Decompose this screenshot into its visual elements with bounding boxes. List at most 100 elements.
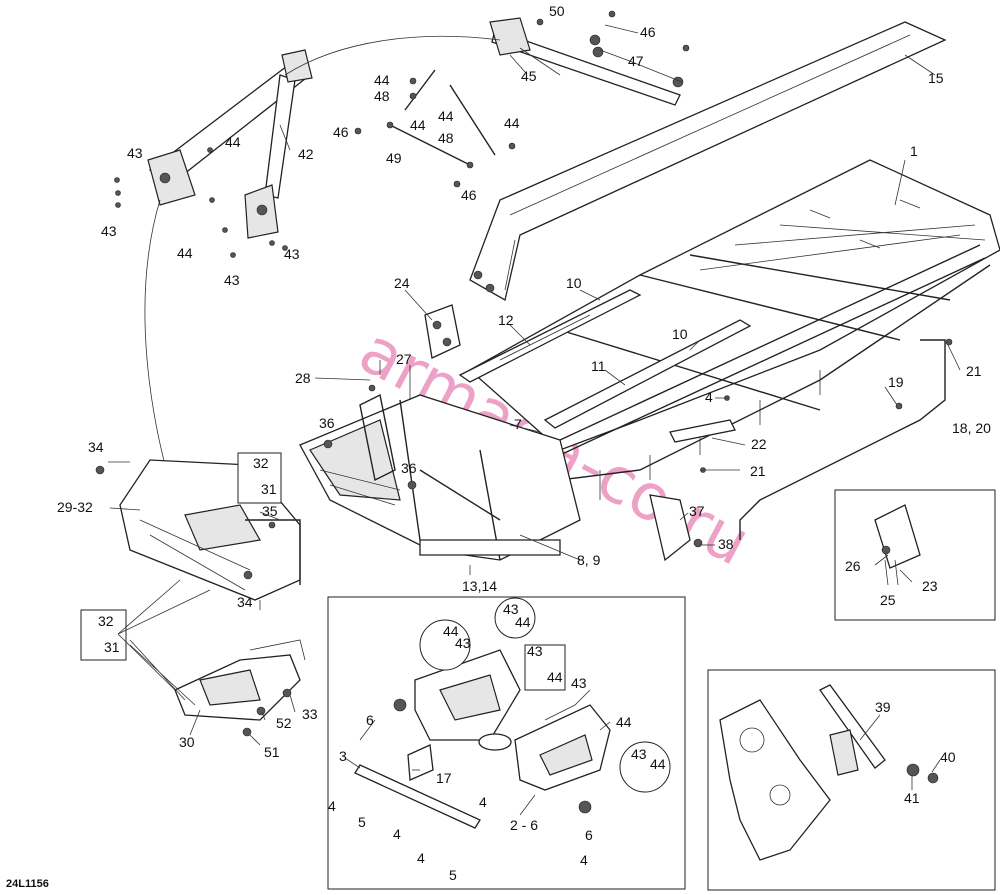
callout-44-k: 44 xyxy=(650,756,666,772)
callout-44-d: 44 xyxy=(504,115,520,131)
callout-30: 30 xyxy=(179,734,195,750)
callout-44-g: 44 xyxy=(443,623,459,639)
callout-34-b: 34 xyxy=(237,594,253,610)
callout-44-a: 44 xyxy=(374,72,390,88)
callout-44-h: 44 xyxy=(515,614,531,630)
callout-36-a: 36 xyxy=(319,415,335,431)
callout-10-b: 10 xyxy=(672,326,688,342)
callout-13-14: 13,14 xyxy=(462,578,497,594)
callout-32-a: 32 xyxy=(253,455,269,471)
callout-44-j: 44 xyxy=(616,714,632,730)
callout-43-e: 43 xyxy=(455,635,471,651)
callout-46-a: 46 xyxy=(333,124,349,140)
callout-31-b: 31 xyxy=(104,639,120,655)
callout-8-9: 8, 9 xyxy=(577,552,601,568)
callout-26: 26 xyxy=(845,558,861,574)
running-board-parts xyxy=(649,339,946,562)
callout-42: 42 xyxy=(298,146,314,162)
callout-6-b: 6 xyxy=(585,827,593,843)
callout-4-a: 4 xyxy=(705,389,713,405)
callout-23: 23 xyxy=(922,578,938,594)
callout-52: 52 xyxy=(276,715,292,731)
callout-10-a: 10 xyxy=(566,275,582,291)
lower-bulkhead xyxy=(174,639,306,721)
bracket-24 xyxy=(424,304,461,359)
inset-box-39 xyxy=(707,669,996,891)
callout-18-20: 18, 20 xyxy=(952,420,991,436)
callout-43-i: 43 xyxy=(631,746,647,762)
callout-19: 19 xyxy=(888,374,904,390)
callout-4-c: 4 xyxy=(479,794,487,810)
callout-6-a: 6 xyxy=(366,712,374,728)
callout-25: 25 xyxy=(880,592,896,608)
callout-28: 28 xyxy=(295,370,311,386)
callout-5-b: 5 xyxy=(449,867,457,883)
callout-43-b: 43 xyxy=(101,223,117,239)
callout-38: 38 xyxy=(718,536,734,552)
callout-15: 15 xyxy=(928,70,944,86)
leader-lines xyxy=(108,24,961,816)
callout-1: 1 xyxy=(910,143,918,159)
callout-40: 40 xyxy=(940,749,956,765)
callout-47: 47 xyxy=(628,53,644,69)
callout-45: 45 xyxy=(521,68,537,84)
upper-a-arm xyxy=(147,49,313,239)
callout-48-b: 48 xyxy=(438,130,454,146)
callout-22: 22 xyxy=(751,436,767,452)
callout-24: 24 xyxy=(394,275,410,291)
front-frame xyxy=(299,393,581,561)
callout-44-f: 44 xyxy=(177,245,193,261)
callout-32-b: 32 xyxy=(98,613,114,629)
callout-43-h: 43 xyxy=(571,675,587,691)
inset-box-23 xyxy=(834,489,996,621)
inset-box-13-14 xyxy=(327,596,686,890)
callout-35: 35 xyxy=(262,503,278,519)
callout-43-c: 43 xyxy=(284,246,300,262)
tunnel-cover xyxy=(469,21,947,301)
callout-43-f: 43 xyxy=(503,601,519,617)
steering-arm xyxy=(489,17,684,106)
callout-2-6: 2 - 6 xyxy=(510,817,538,833)
callout-37: 37 xyxy=(689,503,705,519)
callout-44-b: 44 xyxy=(438,108,454,124)
callout-21-a: 21 xyxy=(966,363,982,379)
callout-4-e: 4 xyxy=(417,850,425,866)
callout-3: 3 xyxy=(339,748,347,764)
assembly-line-2 xyxy=(284,35,501,76)
callout-41: 41 xyxy=(904,790,920,806)
callout-43-d: 43 xyxy=(224,272,240,288)
callout-box-31-32-upper xyxy=(237,452,282,504)
callout-43-g: 43 xyxy=(527,643,543,659)
callout-11: 11 xyxy=(591,358,606,374)
callout-33: 33 xyxy=(302,706,318,722)
callout-46-top: 46 xyxy=(640,24,656,40)
callout-17: 17 xyxy=(436,770,452,786)
callout-4-b: 4 xyxy=(328,798,336,814)
callout-12: 12 xyxy=(498,312,514,328)
callout-34-a: 34 xyxy=(88,439,104,455)
callout-5-a: 5 xyxy=(358,814,366,830)
callout-27: 27 xyxy=(396,351,412,367)
callout-36-b: 36 xyxy=(401,460,417,476)
hardware-fasteners xyxy=(85,10,953,737)
callout-44-e: 44 xyxy=(225,134,241,150)
callout-29-32: 29-32 xyxy=(57,499,93,515)
callout-7: 7 xyxy=(514,416,522,432)
callout-31-a: 31 xyxy=(261,481,277,497)
callout-4-d: 4 xyxy=(393,826,401,842)
callout-43-a: 43 xyxy=(127,145,143,161)
callout-44-i: 44 xyxy=(547,669,563,685)
diagram-code: 24L1156 xyxy=(6,878,49,890)
callout-48-a: 48 xyxy=(374,88,390,104)
callout-21-b: 21 xyxy=(750,463,766,479)
callout-50: 50 xyxy=(549,3,565,19)
callout-44-c: 44 xyxy=(410,117,426,133)
tie-rods xyxy=(386,69,496,169)
callout-49: 49 xyxy=(386,150,402,166)
callout-46-b: 46 xyxy=(461,187,477,203)
callout-labels: 1 15 50 46 47 45 44 48 44 44 44 46 48 49… xyxy=(6,3,991,890)
callout-39: 39 xyxy=(875,699,891,715)
slide-rails xyxy=(458,289,752,429)
callout-51: 51 xyxy=(264,744,280,760)
